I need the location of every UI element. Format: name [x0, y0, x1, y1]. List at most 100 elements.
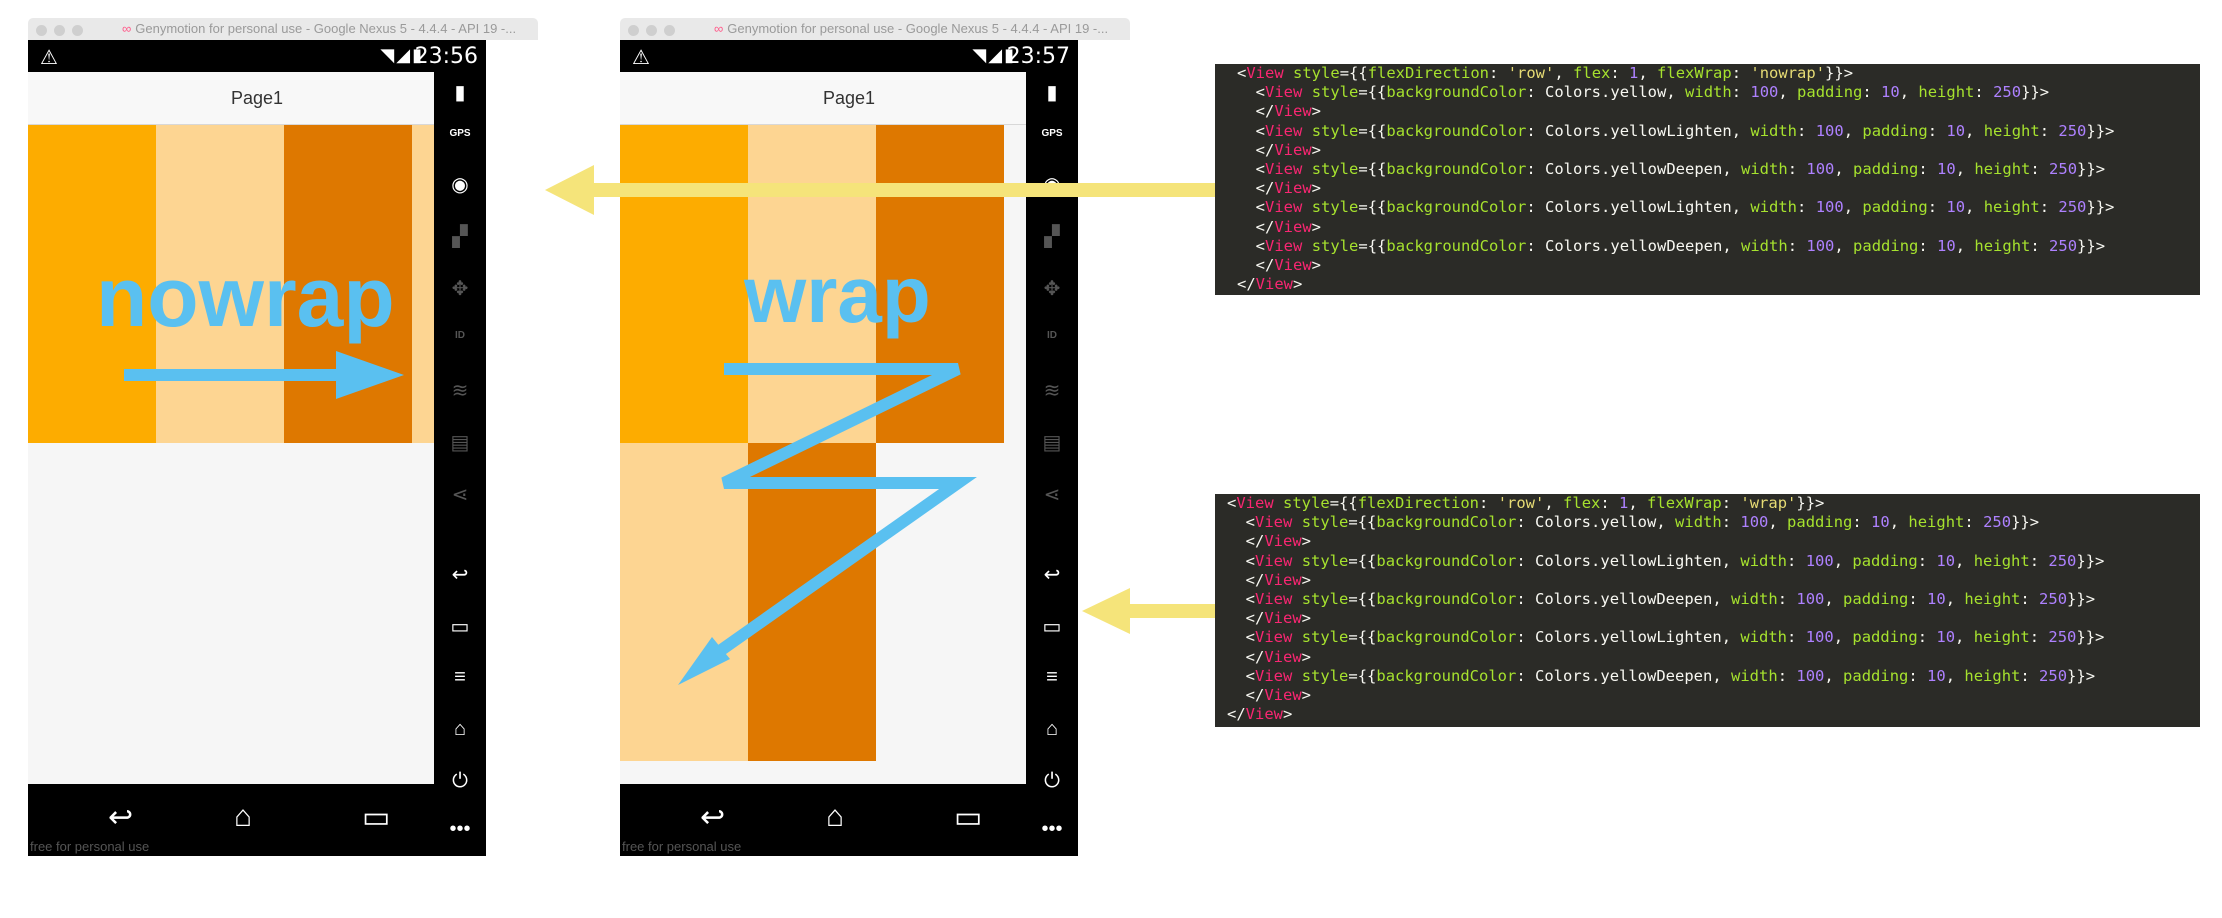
genymotion-sidebar: ▮ GPS ◉ ▞ ✥ ID ≋ ▤ ⋖ ↩ ▭ ≡ ⌂ ⏻ •••	[434, 72, 486, 856]
window-controls	[36, 23, 90, 41]
code-line: <View style={{backgroundColor: Colors.ye…	[1245, 589, 2096, 608]
power-icon[interactable]: ⏻	[1044, 770, 1060, 792]
message-icon[interactable]: ▤	[1042, 432, 1062, 454]
window-titlebar[interactable]: ∞Genymotion for personal use - Google Ne…	[620, 18, 1130, 40]
code-panel-wrap: <View style={{flexDirection: 'row', flex…	[1215, 494, 2200, 727]
zoom-window-button[interactable]	[664, 25, 675, 36]
back-key-icon[interactable]: ↩	[1043, 564, 1061, 586]
genymotion-sidebar: ▮ GPS ◉ ▞ ✥ ID ≋ ▤ ⋖ ↩ ▭ ≡ ⌂ ⏻ •••	[1026, 72, 1078, 856]
recents-key-icon[interactable]: ▭	[450, 616, 470, 638]
code-line: <View style={{backgroundColor: Colors.ye…	[1245, 513, 2040, 532]
share-icon[interactable]: ⋖	[1043, 484, 1061, 506]
status-bar: ⚠ ◥◢▮ 23:56	[28, 40, 486, 72]
page-title: Page1	[230, 88, 284, 108]
app-bar: Page1	[620, 72, 1078, 125]
emulator-window-wrap: ∞Genymotion for personal use - Google Ne…	[620, 18, 1130, 856]
genymotion-logo-icon: ∞	[714, 21, 724, 36]
code-line: </View>	[1245, 609, 1312, 628]
remote-control-icon[interactable]: ✥	[1043, 278, 1061, 300]
window-title-text: Genymotion for personal use - Google Nex…	[727, 21, 1109, 36]
rss-icon[interactable]: ≋	[1043, 380, 1061, 402]
menu-key-icon[interactable]: ≡	[1046, 666, 1058, 688]
box-yellow-lighten-2	[620, 443, 748, 761]
phone-screen: ⚠ ◥◢▮ 23:56 Page1 nowrap ↩ ⌂ ▭ free fo	[28, 40, 486, 856]
battery-icon: ▮	[1004, 45, 1016, 65]
code-line: </View>	[1245, 685, 1312, 704]
device-id-icon[interactable]: ID	[1026, 330, 1078, 341]
message-icon[interactable]: ▤	[450, 432, 470, 454]
code-line: <View style={{backgroundColor: Colors.ye…	[1245, 628, 2105, 647]
android-nav-bar: ↩ ⌂ ▭ free for personal use	[28, 784, 486, 856]
status-time: 23:57	[1006, 44, 1070, 69]
status-bar: ⚠ ◥◢▮ 23:57	[620, 40, 1078, 72]
minimize-window-button[interactable]	[54, 25, 65, 36]
battery-widget-icon[interactable]: ▮	[1046, 82, 1058, 104]
device-id-icon[interactable]: ID	[434, 330, 486, 341]
nowrap-label: nowrap	[96, 250, 395, 344]
camera-widget-icon[interactable]: ◉	[1043, 174, 1061, 196]
nav-back-icon[interactable]: ↩	[700, 801, 726, 834]
rss-icon[interactable]: ≋	[451, 380, 469, 402]
warning-icon: ⚠	[632, 47, 650, 69]
code-line: <View style={{flexDirection: 'row', flex…	[1237, 64, 1854, 82]
close-window-button[interactable]	[36, 25, 47, 36]
code-line: <View style={{backgroundColor: Colors.ye…	[1245, 551, 2105, 570]
nav-recents-icon[interactable]: ▭	[362, 801, 391, 834]
emulator-window-nowrap: ∞Genymotion for personal use - Google Ne…	[28, 18, 538, 856]
power-icon[interactable]: ⏻	[452, 770, 468, 792]
remote-control-icon[interactable]: ✥	[451, 278, 469, 300]
home-key-icon[interactable]: ⌂	[453, 718, 467, 740]
capture-widget-icon[interactable]: ▞	[1044, 226, 1060, 248]
code-line: </View>	[1255, 179, 1322, 198]
more-icon[interactable]: •••	[449, 818, 471, 840]
code-line: <View style={{backgroundColor: Colors.ye…	[1255, 198, 2115, 217]
code-panel-nowrap: <View style={{flexDirection: 'row', flex…	[1215, 64, 2200, 295]
capture-widget-icon[interactable]: ▞	[452, 226, 468, 248]
gps-label: GPS	[1041, 128, 1063, 139]
minimize-window-button[interactable]	[646, 25, 657, 36]
box-yellow-deepen-2	[748, 443, 876, 761]
window-title: ∞Genymotion for personal use - Google Ne…	[714, 21, 1124, 36]
code-line: </View>	[1245, 647, 1312, 666]
wrap-label: wrap	[744, 250, 931, 339]
more-icon[interactable]: •••	[1041, 818, 1063, 840]
id-label: ID	[455, 330, 465, 341]
annotation-overlay: nowrap	[28, 125, 486, 784]
code-lines: <View style={{flexDirection: 'row', flex…	[1237, 64, 2114, 294]
window-title-text: Genymotion for personal use - Google Nex…	[135, 21, 517, 36]
wifi-icon: ◥	[380, 45, 397, 65]
code-line: </View>	[1255, 255, 1322, 274]
nav-home-icon[interactable]: ⌂	[234, 800, 253, 833]
recents-key-icon[interactable]: ▭	[1042, 616, 1062, 638]
box-yellow-deepen	[876, 125, 1004, 443]
home-key-icon[interactable]: ⌂	[1045, 718, 1059, 740]
battery-icon: ▮	[412, 45, 424, 65]
battery-widget-icon[interactable]: ▮	[454, 82, 466, 104]
code-line: </View>	[1227, 705, 1293, 724]
window-titlebar[interactable]: ∞Genymotion for personal use - Google Ne…	[28, 18, 538, 40]
right-arrow-annotation	[124, 351, 404, 399]
gps-widget-icon[interactable]: GPS	[1026, 128, 1078, 139]
share-icon[interactable]: ⋖	[451, 484, 469, 506]
box-yellow-lighten	[156, 125, 284, 443]
box-yellow-lighten	[748, 125, 876, 443]
back-key-icon[interactable]: ↩	[451, 564, 469, 586]
app-bar: Page1	[28, 72, 486, 125]
watermark-text: free for personal use	[30, 839, 150, 854]
nav-home-icon[interactable]: ⌂	[826, 800, 845, 833]
nav-recents-icon[interactable]: ▭	[954, 801, 983, 834]
menu-key-icon[interactable]: ≡	[454, 666, 466, 688]
nav-back-icon[interactable]: ↩	[108, 801, 134, 834]
signal-icon: ◢	[988, 45, 1005, 65]
status-icons: ◥◢▮	[972, 45, 1016, 66]
zoom-window-button[interactable]	[72, 25, 83, 36]
phone-screen: ⚠ ◥◢▮ 23:57 Page1 wrap ↩ ⌂	[620, 40, 1078, 856]
status-time: 23:56	[414, 44, 478, 69]
camera-widget-icon[interactable]: ◉	[451, 174, 469, 196]
code-line: <View style={{backgroundColor: Colors.ye…	[1255, 121, 2115, 140]
close-window-button[interactable]	[628, 25, 639, 36]
watermark-text: free for personal use	[622, 839, 742, 854]
box-yellow	[28, 125, 156, 443]
flex-container-nowrap: nowrap	[28, 125, 486, 784]
gps-widget-icon[interactable]: GPS	[434, 128, 486, 139]
